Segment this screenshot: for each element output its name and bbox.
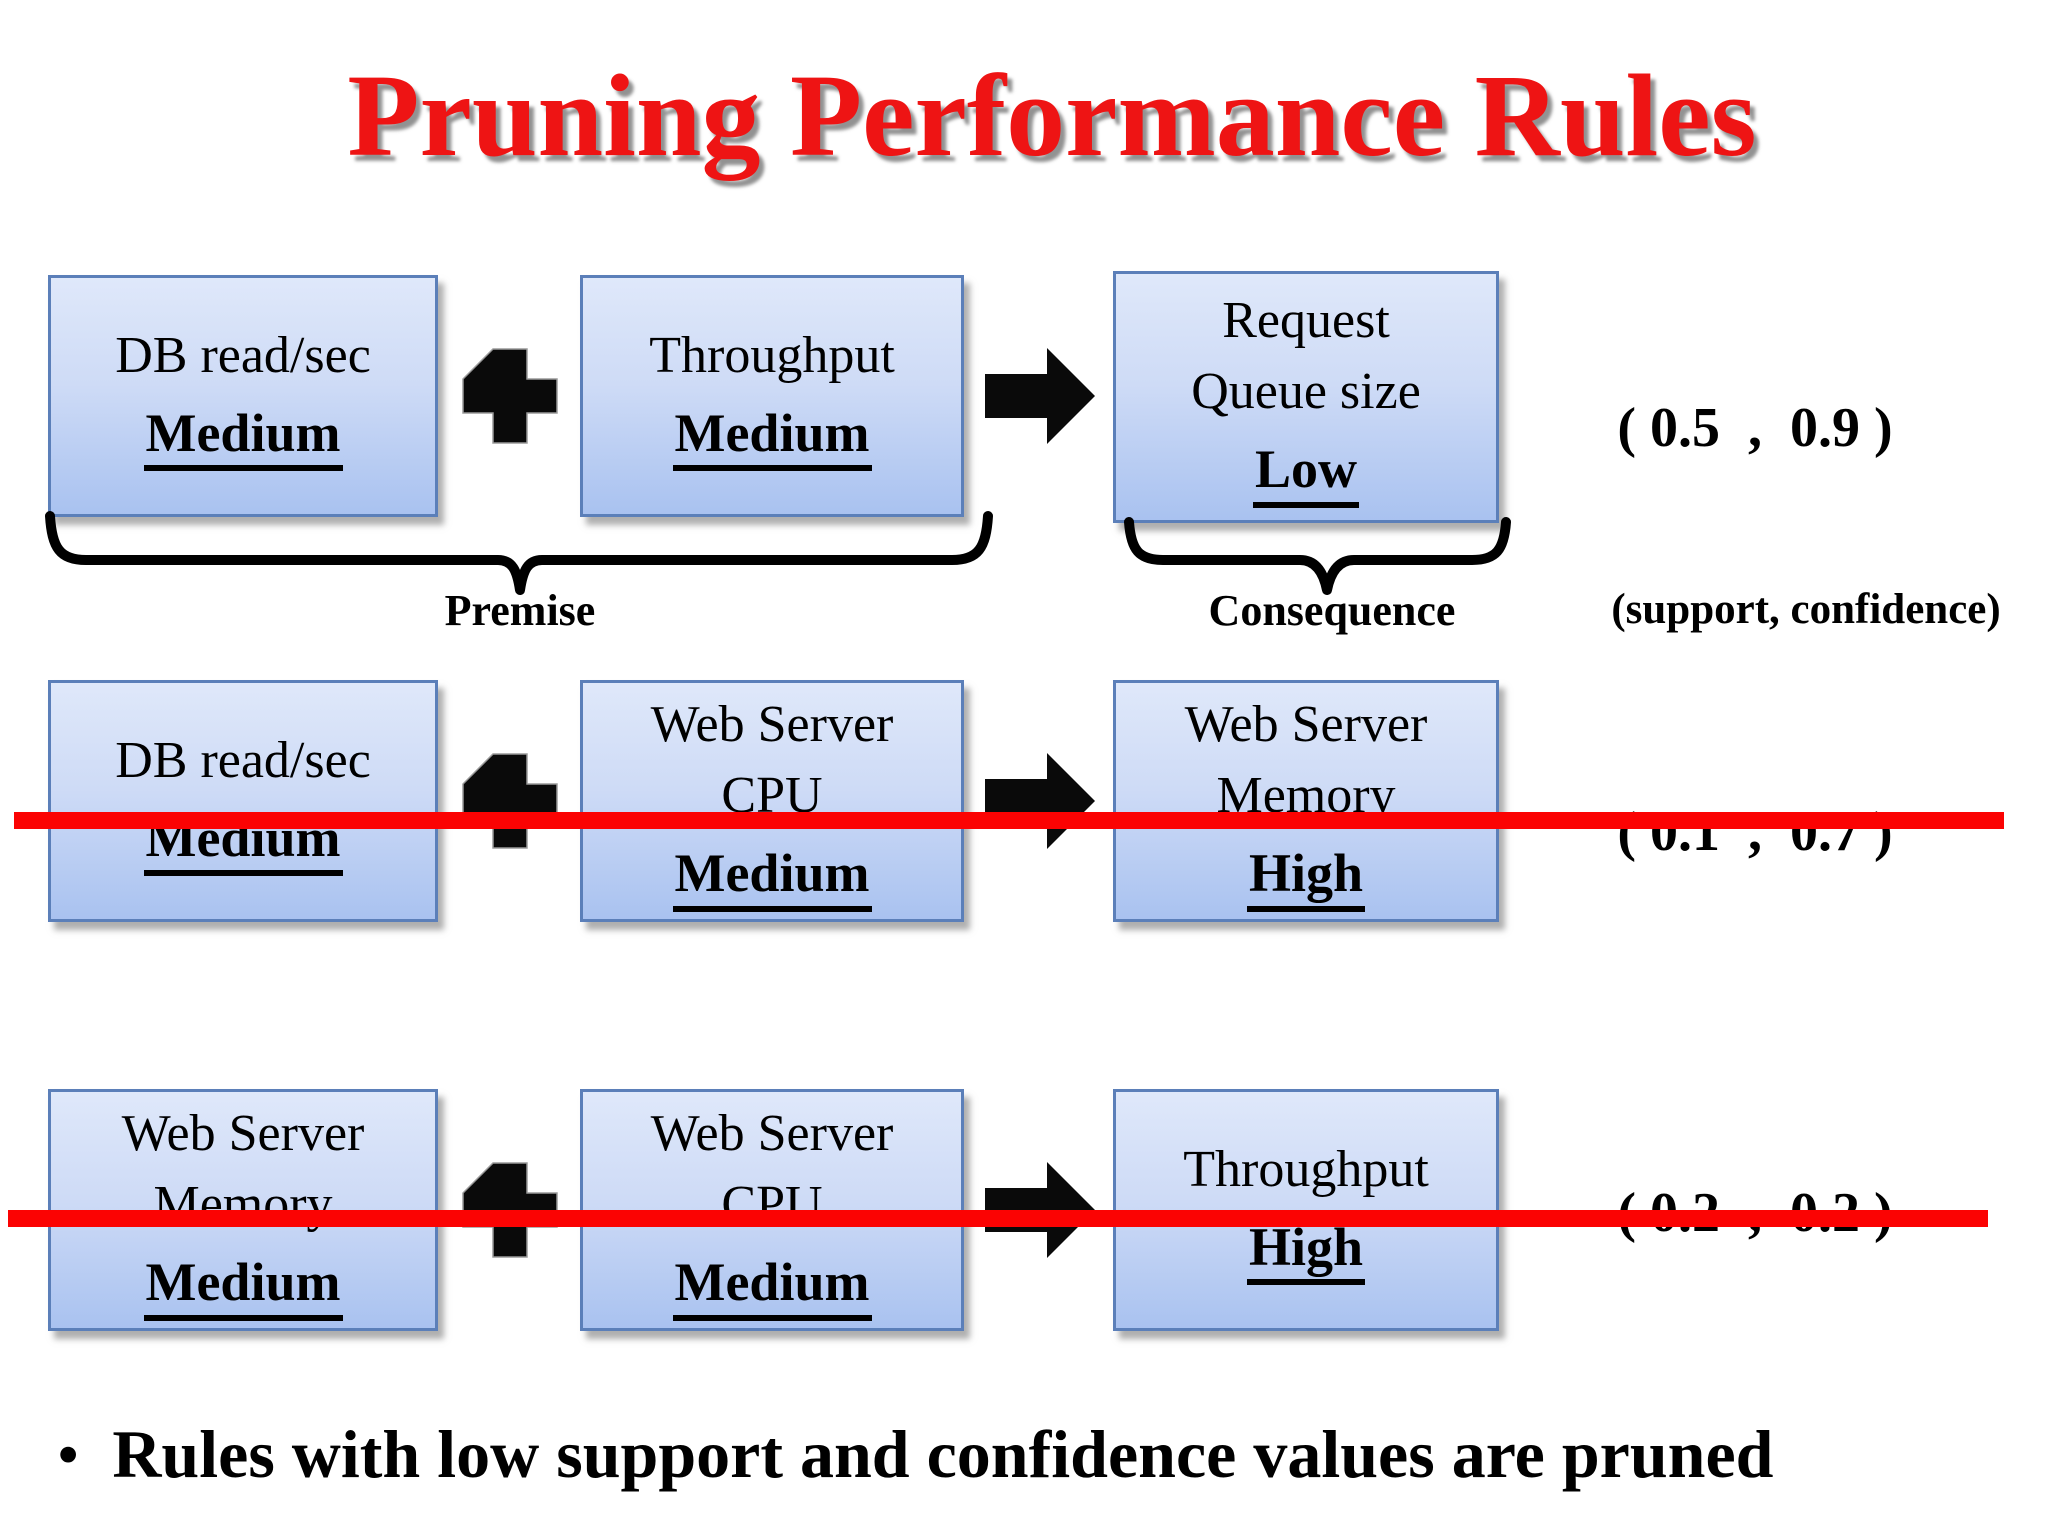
metric-name: Throughput	[649, 326, 895, 384]
metric-name: DB read/sec	[115, 326, 371, 384]
rule-row-2: DB read/sec Medium Web Server CPU Medium…	[0, 680, 2048, 932]
arrow-right-icon	[985, 753, 1095, 849]
rule1-premise2-box: Throughput Medium	[580, 275, 964, 517]
rule-row-3: Web Server Memory Medium Web Server CPU …	[0, 1089, 2048, 1341]
metric-name: Web Server Memory	[1184, 696, 1428, 824]
metric-level: Low	[1252, 441, 1359, 508]
consequence-label: Consequence	[1208, 586, 1456, 635]
metric-level: High	[1246, 845, 1366, 912]
consequence-brace	[1124, 517, 1511, 595]
footer-bullet-text: Rules with low support and confidence va…	[112, 1416, 1774, 1492]
arrow-right-icon	[985, 348, 1095, 444]
bullet-dot: •	[58, 1421, 79, 1487]
premise-brace	[45, 511, 993, 595]
metric-level: Medium	[672, 845, 872, 912]
rule-row-1: DB read/sec Medium Throughput Medium Req…	[0, 271, 2048, 527]
metric-name: Request Queue size	[1191, 292, 1421, 420]
page-title: Pruning Performance Rules	[347, 50, 1757, 181]
rule2-consequence-box: Web Server Memory High	[1113, 680, 1499, 922]
premise-label: Premise	[444, 586, 596, 635]
support-confidence-value: ( 0.5 , 0.9 )	[1617, 397, 1893, 459]
rule1-premise1-box: DB read/sec Medium	[48, 275, 438, 517]
metric-name: DB read/sec	[115, 731, 371, 789]
support-confidence-label: (support, confidence)	[1611, 586, 2001, 633]
plus-icon	[462, 753, 558, 849]
metric-name: Throughput	[1183, 1140, 1429, 1198]
rule2-premise1-box: DB read/sec Medium	[48, 680, 438, 922]
prune-strike-line	[8, 1210, 1988, 1227]
metric-level: High	[1246, 1219, 1366, 1286]
metric-level: Medium	[672, 405, 872, 472]
metric-level: Medium	[672, 1254, 872, 1321]
metric-level: Medium	[143, 1254, 343, 1321]
rule1-consequence-box: Request Queue size Low	[1113, 271, 1499, 523]
plus-icon	[462, 348, 558, 444]
footer-bullet: • Rules with low support and confidence …	[58, 1414, 2018, 1496]
metric-level: Medium	[143, 405, 343, 472]
prune-strike-line	[14, 812, 2004, 829]
metric-name: Web Server CPU	[650, 696, 894, 824]
rule2-premise2-box: Web Server CPU Medium	[580, 680, 964, 922]
